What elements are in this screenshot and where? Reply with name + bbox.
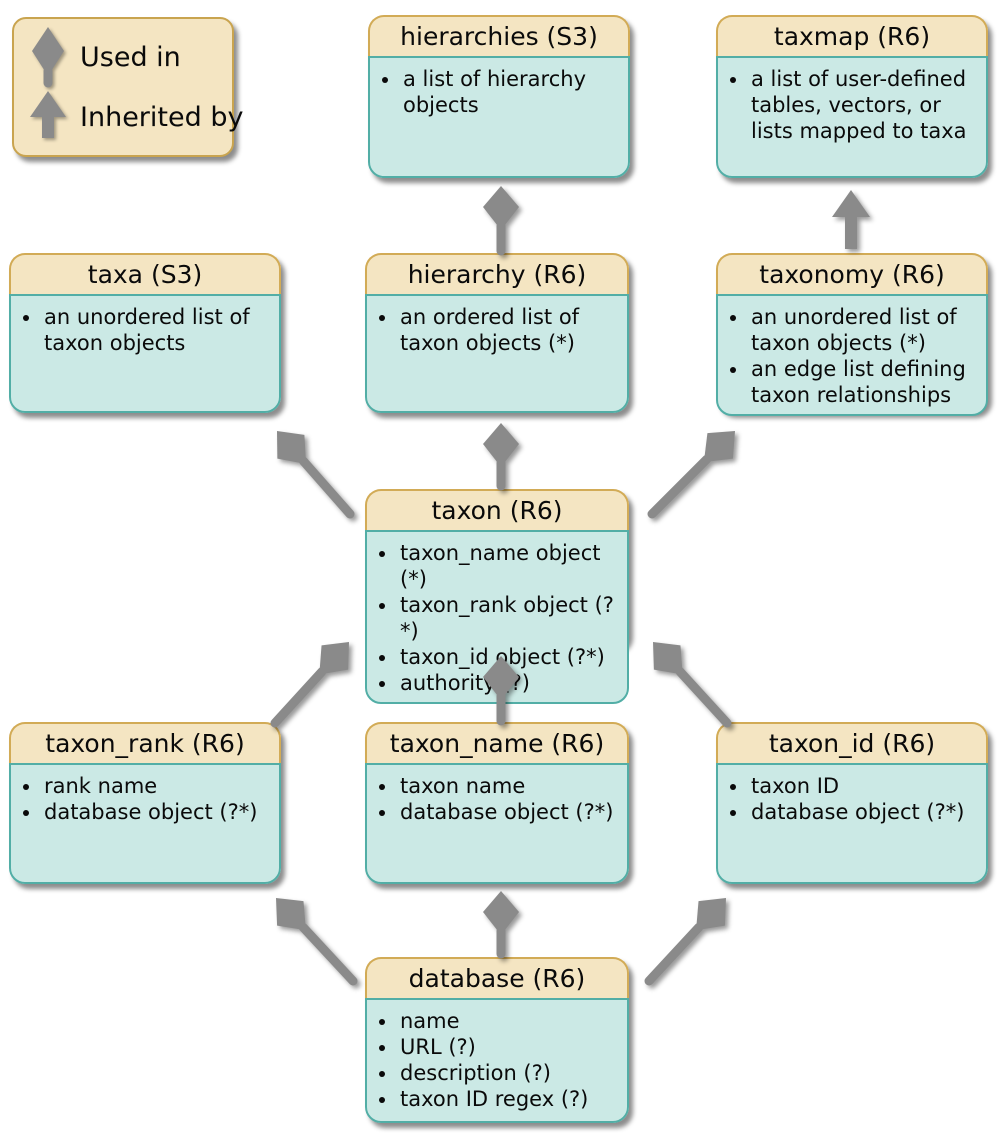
node-attribute: URL (?) (398, 1034, 621, 1060)
node-title: database (R6) (365, 957, 629, 998)
node-taxon-rank: taxon_rank (R6) rank name database objec… (9, 722, 281, 884)
node-attribute: an unordered list of taxon objects (*) (749, 304, 980, 356)
node-body: an unordered list of taxon objects (*) a… (716, 294, 988, 416)
node-attribute: a list of hierarchy objects (401, 66, 622, 118)
attribute-list: rank name database object (?*) (21, 773, 273, 825)
triangle-arrow-icon (30, 91, 66, 138)
node-attribute: taxon name (398, 773, 621, 799)
attribute-list: taxon_name object (*) taxon_rank object … (377, 540, 621, 696)
attribute-list: a list of hierarchy objects (380, 66, 622, 118)
node-attribute: taxon_id object (?*) (398, 644, 621, 670)
node-attribute: database object (?*) (398, 799, 621, 825)
attribute-list: taxon name database object (?*) (377, 773, 621, 825)
node-attribute: a list of user-defined tables, vectors, … (749, 66, 980, 144)
node-attribute: rank name (42, 773, 273, 799)
attribute-list: an unordered list of taxon objects (21, 304, 273, 356)
used-in-arrow-database-to-taxon_rank (276, 898, 358, 986)
used-in-arrow-taxon_id-to-taxon (653, 642, 732, 728)
used-in-arrow-taxon-to-taxa (277, 431, 355, 519)
used-in-arrow-database-to-taxon_name (483, 891, 519, 959)
node-title: taxon_id (R6) (716, 722, 988, 763)
node-attribute: an edge list defining taxon relationship… (749, 356, 980, 408)
node-body: rank name database object (?*) (9, 763, 281, 884)
node-body: a list of user-defined tables, vectors, … (716, 56, 988, 178)
node-attribute: description (?) (398, 1060, 621, 1086)
legend-label: Inherited by (80, 101, 244, 133)
used-in-arrow-taxon-to-hierarchy (483, 423, 519, 491)
node-body: taxon_name object (*) taxon_rank object … (365, 530, 629, 704)
node-taxon-name: taxon_name (R6) taxon name database obje… (365, 722, 629, 884)
node-title: taxon_rank (R6) (9, 722, 281, 763)
node-attribute: authority (?) (398, 670, 621, 696)
inherited-by-arrow-taxonomy-to-taxmap (832, 190, 870, 249)
node-attribute: an ordered list of taxon objects (*) (398, 304, 621, 356)
node-attribute: database object (?*) (749, 799, 980, 825)
attribute-list: an ordered list of taxon objects (*) (377, 304, 621, 356)
node-attribute: taxon_name object (*) (398, 540, 621, 592)
node-hierarchies: hierarchies (S3) a list of hierarchy obj… (368, 15, 630, 178)
node-body: name URL (?) description (?) taxon ID re… (365, 998, 629, 1123)
attribute-list: an unordered list of taxon objects (*) a… (728, 304, 980, 408)
node-title: taxon (R6) (365, 489, 629, 530)
node-taxon: taxon (R6) taxon_name object (*) taxon_r… (365, 489, 629, 704)
node-title: taxa (S3) (9, 253, 281, 294)
node-attribute: an unordered list of taxon objects (42, 304, 273, 356)
attribute-list: a list of user-defined tables, vectors, … (728, 66, 980, 144)
node-database: database (R6) name URL (?) description (… (365, 957, 629, 1123)
node-taxmap: taxmap (R6) a list of user-defined table… (716, 15, 988, 178)
diamond-arrow-icon (32, 27, 64, 88)
used-in-arrow-taxon_rank-to-taxon (270, 642, 349, 728)
node-attribute: taxon ID regex (?) (398, 1086, 621, 1112)
node-title: taxmap (R6) (716, 15, 988, 56)
node-title: taxon_name (R6) (365, 722, 629, 763)
node-body: taxon ID database object (?*) (716, 763, 988, 884)
node-attribute: database object (?*) (42, 799, 273, 825)
legend-item-used-in: Used in (28, 26, 224, 88)
legend-label: Used in (80, 41, 181, 73)
attribute-list: name URL (?) description (?) taxon ID re… (377, 1008, 621, 1112)
node-body: a list of hierarchy objects (368, 56, 630, 178)
attribute-list: taxon ID database object (?*) (728, 773, 980, 825)
node-attribute: name (398, 1008, 621, 1034)
node-body: an ordered list of taxon objects (*) (365, 294, 629, 413)
node-hierarchy: hierarchy (R6) an ordered list of taxon … (365, 253, 629, 413)
used-in-arrow-taxon-to-taxonomy (647, 431, 735, 519)
node-body: an unordered list of taxon objects (9, 294, 281, 413)
node-taxa: taxa (S3) an unordered list of taxon obj… (9, 253, 281, 413)
node-taxon-id: taxon_id (R6) taxon ID database object (… (716, 722, 988, 884)
node-taxonomy: taxonomy (R6) an unordered list of taxon… (716, 253, 988, 416)
node-attribute: taxon ID (749, 773, 980, 799)
node-title: taxonomy (R6) (716, 253, 988, 294)
node-title: hierarchies (S3) (368, 15, 630, 56)
node-attribute: taxon_rank object (?*) (398, 592, 621, 644)
used-in-arrow-hierarchy-to-hierarchies (483, 186, 519, 256)
node-body: taxon name database object (?*) (365, 763, 629, 884)
used-in-arrow-database-to-taxon_id (644, 898, 726, 986)
node-title: hierarchy (R6) (365, 253, 629, 294)
legend: Used in Inherited by (12, 17, 243, 157)
legend-item-inherited-by: Inherited by (28, 90, 243, 144)
